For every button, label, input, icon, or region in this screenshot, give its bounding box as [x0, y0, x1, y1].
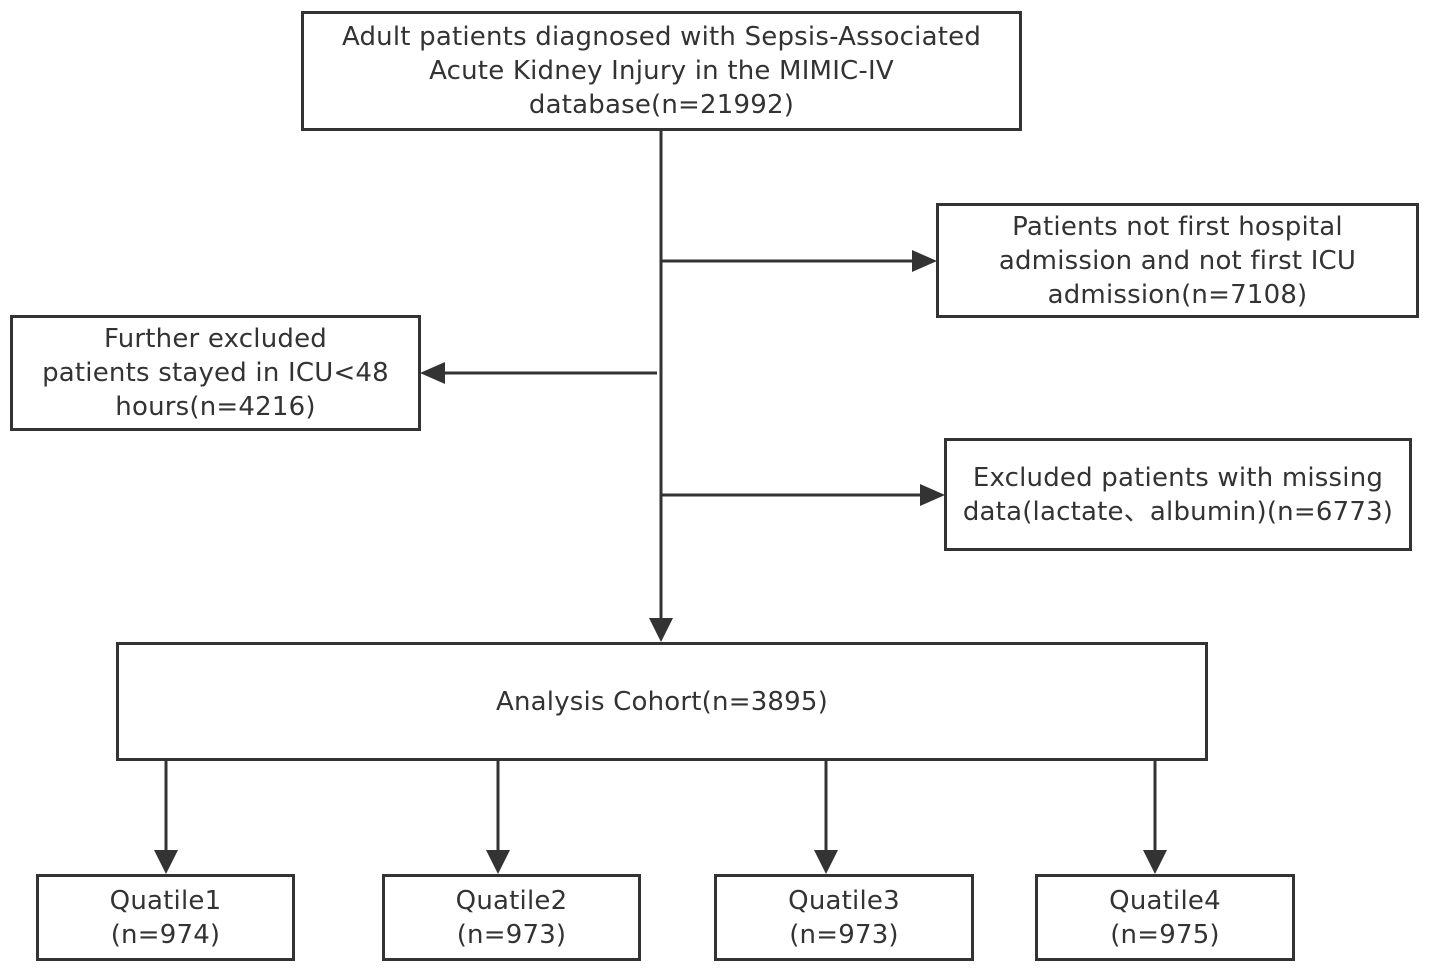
arrowhead-left-exclude-icu-stay [420, 362, 445, 384]
quartile-count: (n=973) [789, 919, 899, 950]
quartile-label: Quatile4 [1109, 885, 1221, 916]
quartile-label: Quatile2 [455, 885, 568, 916]
box-text-line: database(n=21992) [528, 90, 795, 120]
box-text-line: patients stayed in ICU<48 [42, 358, 389, 388]
source-population-box: Adult patients diagnosed with Sepsis-Ass… [301, 11, 1022, 131]
quartile-label: Quatile3 [788, 885, 900, 916]
box-text-line: Patients not first hospital [1012, 211, 1343, 242]
arrowhead-right-exclude-missing [920, 484, 945, 506]
quartile-box-3: Quatile3 (n=973) [714, 874, 974, 961]
exclusion-icu-stay-box: Further excluded patients stayed in ICU<… [10, 315, 421, 431]
box-text-line: Excluded patients with missing [972, 462, 1384, 493]
arrowhead-down-quartile1 [154, 850, 178, 874]
quartile-label: Quatile1 [109, 885, 222, 916]
box-text-line: admission and not first ICU [998, 245, 1357, 276]
box-text-line: Analysis Cohort(n=3895) [495, 686, 829, 717]
quartile-count: (n=973) [456, 919, 567, 950]
box-text-line: data(lactate、albumin)(n=6773) [962, 496, 1394, 527]
quartile-count: (n=974) [110, 919, 221, 950]
analysis-cohort-box: Analysis Cohort(n=3895) [116, 642, 1208, 761]
arrowhead-right-exclude-first-admission [912, 250, 937, 272]
box-text-line: hours(n=4216) [115, 392, 316, 422]
arrowhead-down-cohort [649, 618, 673, 642]
box-text-line: Acute Kidney Injury in the MIMIC-IV [429, 56, 894, 86]
exclusion-first-admission-box: Patients not first hospital admission an… [936, 203, 1419, 318]
arrowhead-down-quartile2 [486, 850, 510, 874]
box-text-line: Adult patients diagnosed with Sepsis-Ass… [341, 22, 982, 52]
arrowhead-down-quartile3 [814, 850, 838, 874]
quartile-box-4: Quatile4 (n=975) [1035, 874, 1295, 961]
box-text-line: Further excluded [103, 324, 327, 354]
quartile-box-1: Quatile1 (n=974) [36, 874, 295, 961]
quartile-box-2: Quatile2 (n=973) [382, 874, 641, 961]
exclusion-missing-data-box: Excluded patients with missing data(lact… [944, 438, 1412, 551]
quartile-count: (n=975) [1110, 919, 1220, 950]
arrowhead-down-quartile4 [1143, 850, 1167, 874]
box-text-line: admission(n=7108) [1047, 279, 1308, 310]
